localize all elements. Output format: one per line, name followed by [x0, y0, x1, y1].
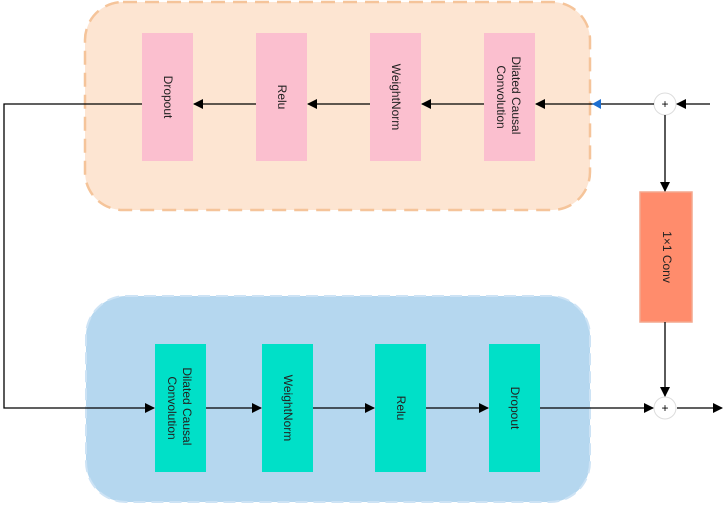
bottom-box-label: Relu: [394, 396, 408, 421]
top-box-label: Relu: [275, 85, 289, 110]
conv-1x1-label: 1×1 Conv: [660, 231, 674, 283]
bottom-box-weightnorm: WeightNorm: [262, 344, 313, 472]
top-box-label: Dilated Causal Convolution: [494, 56, 523, 137]
adder-top-symbol: +: [661, 97, 668, 111]
adder-bottom-symbol: +: [661, 401, 668, 415]
top-block-panel: [83, 0, 592, 212]
conv-1x1-box: 1×1 Conv: [639, 191, 693, 323]
blue-arrowhead: [592, 99, 601, 109]
adder-top: +: [653, 92, 677, 116]
top-box-weightnorm: WeightNorm: [370, 33, 421, 161]
bottom-box-label: WeightNorm: [281, 375, 295, 441]
bottom-box-dropout: Dropout: [489, 344, 540, 472]
top-box-relu: Relu: [256, 33, 307, 161]
bottom-box-dilated-causal-convolution: Dilated Causal Convolution: [155, 344, 206, 472]
bottom-box-label: Dilated Causal Convolution: [165, 367, 194, 448]
top-to-bottom-link: [3, 103, 155, 413]
bottom-box-relu: Relu: [375, 344, 426, 472]
bottom-box-label: Dropout: [508, 387, 522, 430]
top-box-label: WeightNorm: [389, 64, 403, 130]
connector-lines: [3, 99, 723, 413]
top-box-label: Dropout: [161, 76, 175, 119]
top-box-dropout: Dropout: [142, 33, 193, 161]
bottom-block-panel: [85, 295, 591, 503]
adder-bottom: +: [653, 396, 677, 420]
top-box-dilated-causal-convolution: Dilated Causal Convolution: [484, 33, 535, 161]
